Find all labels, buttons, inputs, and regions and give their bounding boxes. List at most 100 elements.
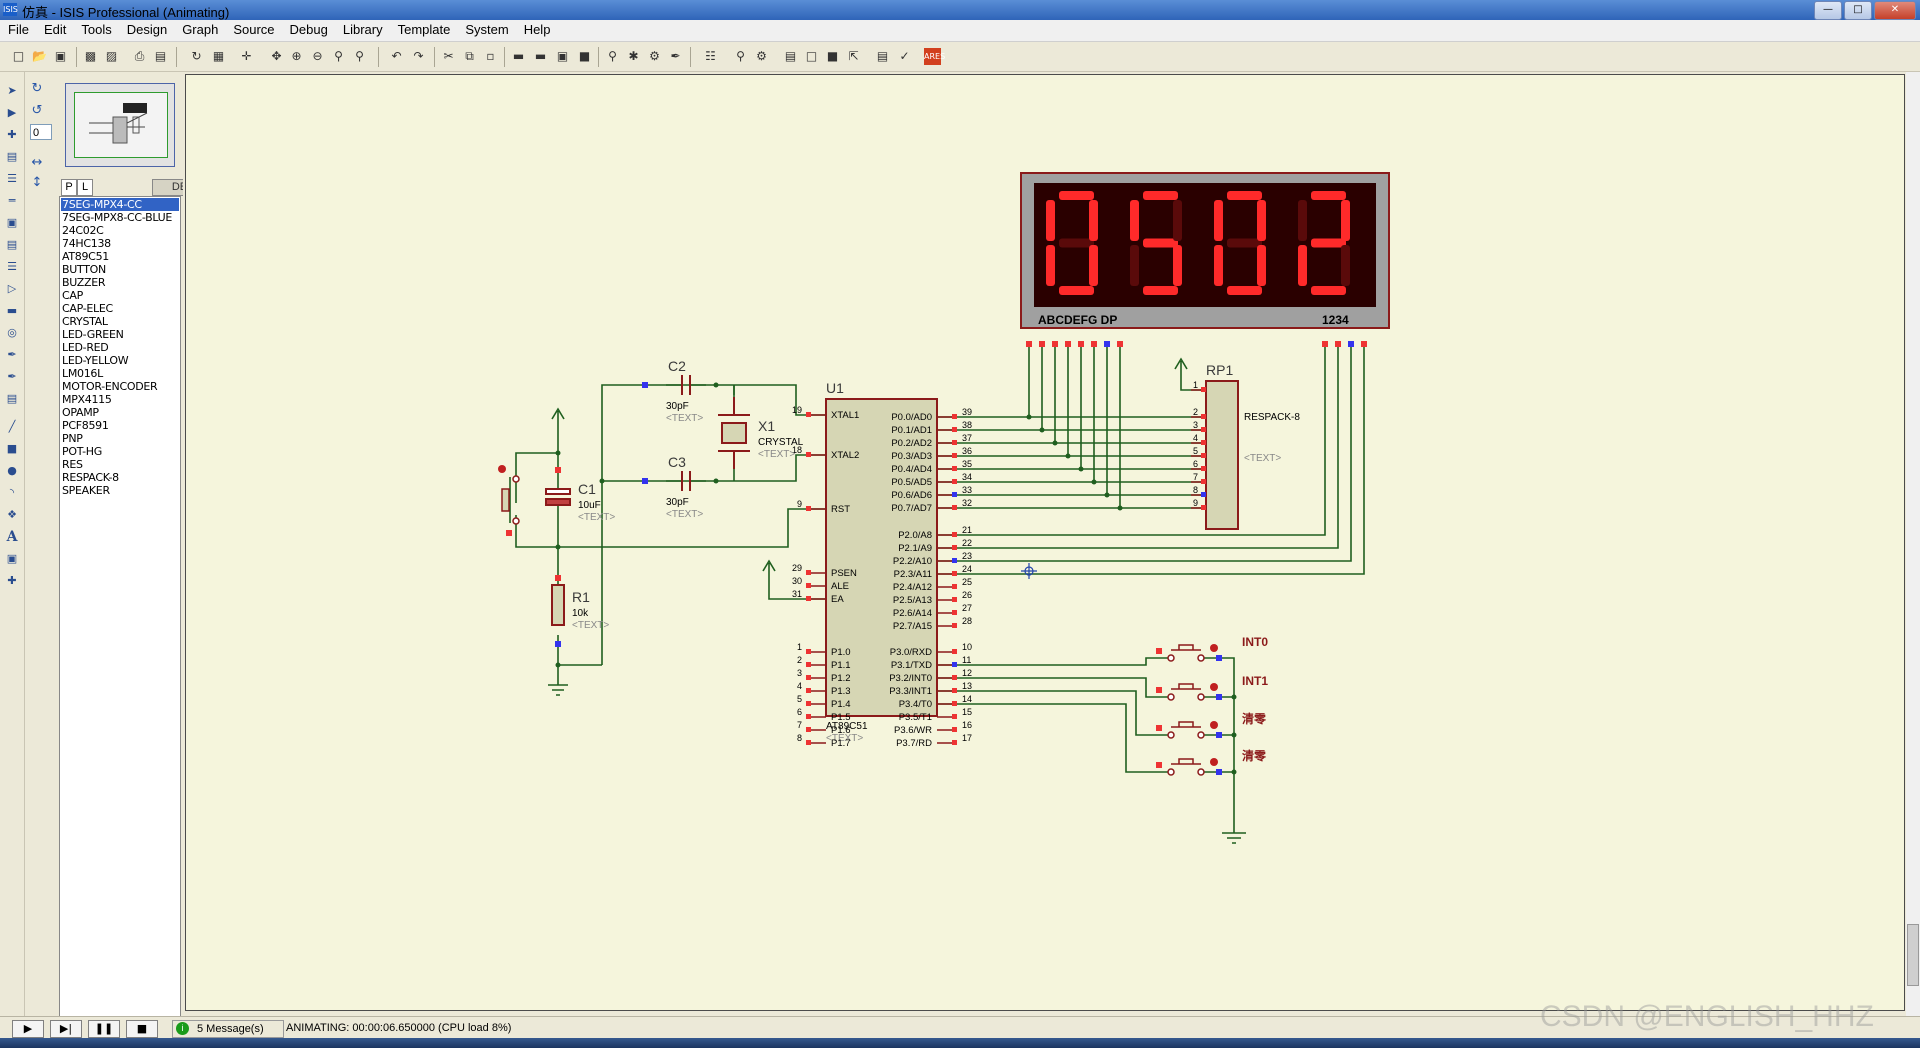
zoom-out-icon[interactable]: ⊖ [312, 49, 323, 63]
import-section-icon[interactable]: ▩ [84, 49, 97, 63]
wire-autorouter-icon[interactable]: ☷ [705, 49, 716, 63]
device-item[interactable]: BUTTON [62, 263, 106, 276]
push-button[interactable]: 清零 [1156, 711, 1267, 739]
redo-icon[interactable]: ↷ [413, 49, 424, 63]
box-2d-icon[interactable]: ■ [6, 442, 18, 455]
zoom-area-icon[interactable]: ⚲ [355, 49, 364, 63]
menu-file[interactable]: File [8, 22, 29, 37]
menu-template[interactable]: Template [397, 22, 451, 37]
design-explorer-icon[interactable]: ▤ [784, 49, 797, 63]
device-item[interactable]: PCF8591 [62, 419, 109, 432]
device-item[interactable]: LED-YELLOW [62, 354, 129, 367]
device-item[interactable]: MOTOR-ENCODER [62, 380, 158, 393]
mirror-y-icon[interactable]: ↕ [31, 175, 43, 190]
generator-icon[interactable]: ◎ [7, 326, 17, 339]
print-icon[interactable]: ⎙ [134, 49, 145, 63]
decompose-icon[interactable]: ✒ [670, 49, 681, 63]
push-button[interactable]: INT1 [1156, 674, 1268, 701]
zoom-in-icon[interactable]: ⊕ [291, 49, 302, 63]
current-probe-icon[interactable]: ✒ [7, 370, 17, 383]
push-button[interactable]: INT0 [1156, 635, 1268, 662]
rotation-angle-input[interactable]: 0 [30, 124, 52, 140]
terminals-icon[interactable]: ▤ [6, 238, 18, 251]
block-copy-icon[interactable]: ▬ [512, 49, 525, 63]
search-tag-icon[interactable]: ⚲ [736, 49, 745, 63]
overview-window[interactable] [65, 83, 175, 167]
menu-system[interactable]: System [465, 22, 509, 37]
mirror-x-icon[interactable]: ↔ [31, 155, 43, 170]
device-item[interactable]: CRYSTAL [62, 315, 108, 328]
reset-button[interactable] [498, 465, 520, 536]
device-item[interactable]: OPAMP [62, 406, 99, 419]
device-item[interactable]: LM016L [62, 367, 103, 380]
line-2d-icon[interactable]: ╱ [8, 420, 16, 433]
device-item[interactable]: CAP [62, 289, 83, 302]
packaging-tool-icon[interactable]: ⚙ [649, 49, 660, 63]
device-item[interactable]: LED-RED [62, 341, 109, 354]
ares-netlist-icon[interactable]: ARES [924, 48, 945, 65]
text-2d-icon[interactable]: A [6, 529, 18, 545]
export-section-icon[interactable]: ▨ [105, 49, 118, 63]
component-mode-icon[interactable]: ▶ [7, 106, 17, 119]
device-item[interactable]: AT89C51 [62, 250, 109, 263]
make-device-icon[interactable]: ✱ [628, 49, 639, 63]
menu-graph[interactable]: Graph [182, 22, 219, 37]
device-item[interactable]: POT-HG [62, 445, 102, 458]
device-item[interactable]: LED-GREEN [62, 328, 124, 341]
device-item[interactable]: 24C02C [62, 224, 104, 237]
origin-icon[interactable]: ✛ [241, 49, 252, 63]
remove-sheet-icon[interactable]: ■ [826, 49, 839, 63]
cut-icon[interactable]: ✂ [443, 49, 454, 63]
maximize-button[interactable]: □ [1844, 1, 1872, 20]
c1-electrolytic-capacitor[interactable]: C1 10uF <TEXT> [545, 467, 615, 525]
device-pins-icon[interactable]: ☰ [7, 260, 17, 273]
zoom-all-icon[interactable]: ⚲ [334, 49, 343, 63]
close-button[interactable]: ✕ [1874, 1, 1916, 20]
step-button[interactable]: ▶| [50, 1020, 82, 1038]
device-item[interactable]: BUZZER [62, 276, 106, 289]
vertical-scrollbar[interactable] [1906, 72, 1920, 1016]
pick-device-icon[interactable]: ⚲ [608, 49, 617, 63]
save-file-icon[interactable]: ▣ [54, 49, 67, 63]
device-item[interactable]: CAP-ELEC [62, 302, 113, 315]
c2-capacitor[interactable]: C2 30pF <TEXT> [642, 358, 706, 424]
circle-2d-icon[interactable]: ● [7, 464, 17, 477]
push-button[interactable]: 清零 [1156, 748, 1267, 776]
copy-icon[interactable]: ⧉ [465, 49, 474, 63]
menu-design[interactable]: Design [126, 22, 168, 37]
symbol-2d-icon[interactable]: ▣ [6, 552, 18, 565]
bus-icon[interactable]: ═ [8, 194, 16, 207]
arc-2d-icon[interactable]: ◝ [9, 486, 15, 499]
r1-resistor[interactable]: R1 10k <TEXT> [551, 575, 609, 647]
paste-icon[interactable]: ▫ [486, 49, 495, 63]
device-item[interactable]: 7SEG-MPX8-CC-BLUE [62, 211, 173, 224]
device-item[interactable]: RESPACK-8 [62, 471, 119, 484]
menu-source[interactable]: Source [233, 22, 275, 37]
selection-mode-icon[interactable]: ➤ [7, 84, 17, 97]
path-2d-icon[interactable]: ❖ [7, 508, 17, 521]
virtual-instruments-icon[interactable]: ▤ [6, 392, 18, 405]
tape-recorder-icon[interactable]: ▬ [6, 304, 18, 317]
marker-2d-icon[interactable]: ✚ [7, 574, 17, 587]
menu-edit[interactable]: Edit [43, 22, 67, 37]
pause-button[interactable]: ❚❚ [88, 1020, 120, 1038]
wire-label-icon[interactable]: ▤ [6, 150, 18, 163]
rotate-anticlockwise-icon[interactable]: ↺ [31, 103, 43, 118]
play-button[interactable]: ▶ [12, 1020, 44, 1038]
menu-library[interactable]: Library [342, 22, 383, 37]
scrollbar-thumb[interactable] [1907, 924, 1919, 986]
block-rotate-icon[interactable]: ▣ [556, 49, 569, 63]
device-item[interactable]: SPEAKER [62, 484, 110, 497]
grid-toggle-icon[interactable]: ▦ [212, 49, 225, 63]
voltage-probe-icon[interactable]: ✒ [7, 348, 17, 361]
graph-icon[interactable]: ▷ [7, 282, 17, 295]
property-assignment-icon[interactable]: ⚙ [756, 49, 767, 63]
redraw-icon[interactable]: ↻ [191, 49, 202, 63]
new-file-icon[interactable]: □ [12, 49, 25, 63]
electrical-check-icon[interactable]: ✓ [899, 49, 910, 63]
bill-of-materials-icon[interactable]: ▤ [876, 49, 889, 63]
block-delete-icon[interactable]: ■ [578, 49, 591, 63]
junction-dot-icon[interactable]: ✚ [7, 128, 17, 141]
exit-to-parent-icon[interactable]: ⇱ [848, 49, 859, 63]
